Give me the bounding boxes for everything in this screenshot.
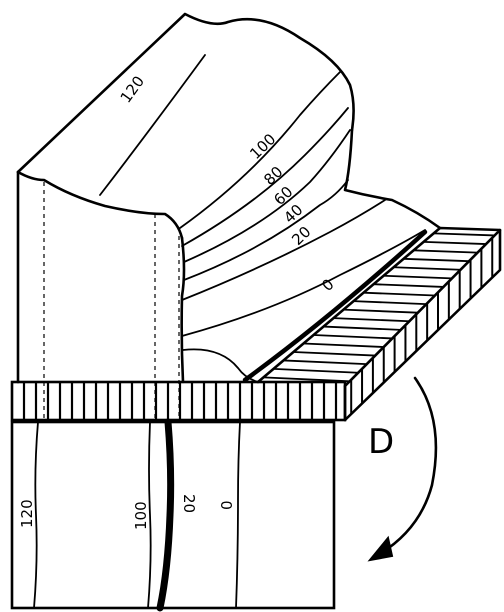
stripe — [283, 359, 367, 366]
block-contours — [99, 54, 428, 383]
stripe — [403, 257, 470, 263]
stripe — [333, 317, 410, 323]
sea-surface — [256, 226, 502, 388]
contour-label-120: 120 — [117, 73, 148, 107]
stripe — [303, 342, 384, 348]
striped-band — [10, 380, 347, 422]
rotation-arrow — [367, 376, 438, 562]
stripe — [353, 300, 427, 305]
stripe — [393, 266, 461, 271]
sea-band-side — [343, 228, 502, 422]
block-outline — [16, 12, 442, 384]
stripe — [343, 308, 418, 314]
stripe — [323, 325, 401, 331]
stripe — [383, 274, 452, 280]
section-label-0: 0 — [218, 500, 236, 510]
stripe — [373, 283, 444, 288]
rotation-label: D — [368, 422, 394, 462]
stripe — [273, 368, 359, 374]
section-label-20: 20 — [180, 494, 198, 513]
stripe — [313, 334, 393, 340]
stripe — [413, 249, 478, 254]
stripe — [423, 240, 487, 245]
stripe — [263, 376, 350, 383]
contour-label-100: 100 — [246, 130, 279, 163]
section-label-120: 120 — [18, 499, 36, 528]
section-label-100: 100 — [132, 501, 150, 530]
stripe — [363, 291, 435, 297]
projection-lines — [43, 182, 180, 420]
map-section — [10, 418, 336, 612]
stripe — [433, 232, 495, 237]
stripe — [293, 351, 376, 357]
